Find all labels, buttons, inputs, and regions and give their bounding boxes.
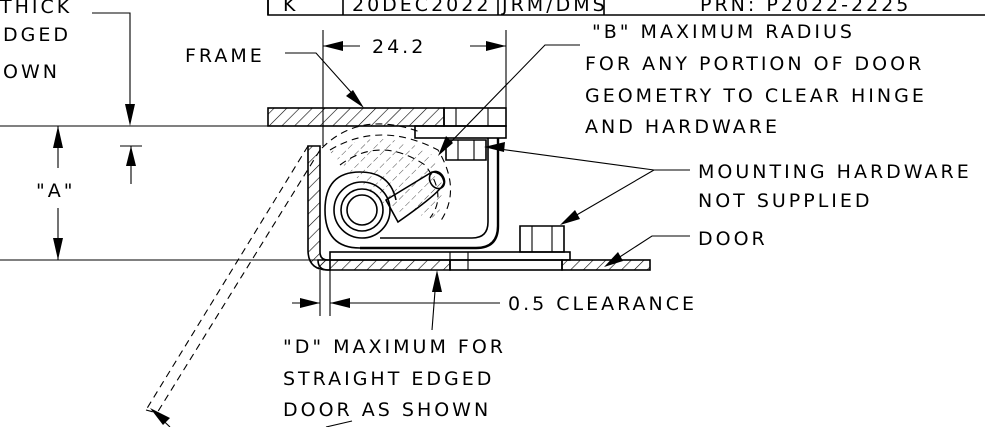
mounting-line-2: NOT SUPPLIED xyxy=(698,190,873,212)
mounting-hardware-callout: MOUNTING HARDWARE NOT SUPPLIED xyxy=(484,142,972,225)
door-plate xyxy=(317,251,651,271)
clearance-dimension: 0.5 CLEARANCE xyxy=(292,270,697,316)
title-block: K 20DEC2022 JRM/DMS PRN: P2022-2225 xyxy=(267,0,985,16)
thick-label-3: OWN xyxy=(3,61,60,83)
title-block-date: 20DEC2022 xyxy=(352,0,491,16)
dimension-24-2: 24.2 xyxy=(322,30,507,146)
frame-label: FRAME xyxy=(185,45,265,67)
d-line-1: "D" MAXIMUM FOR xyxy=(283,336,506,358)
frame-callout: FRAME xyxy=(185,45,364,108)
d-line-2: STRAIGHT EDGED xyxy=(283,368,494,390)
door-label: DOOR xyxy=(698,228,768,250)
dim-a-label: "A" xyxy=(36,180,75,202)
mounting-nut-bottom xyxy=(519,225,565,253)
radius-b-line-1: "B" MAXIMUM RADIUS xyxy=(592,21,855,43)
door-swing-outline xyxy=(145,145,321,414)
radius-b-line-2: FOR ANY PORTION OF DOOR xyxy=(585,53,924,75)
radius-b-line-3: GEOMETRY TO CLEAR HINGE xyxy=(585,85,927,107)
thick-label-1: THICK xyxy=(0,0,72,18)
mounting-nut-top xyxy=(445,139,487,161)
frame-plate xyxy=(267,107,507,139)
d-line-3: DOOR AS SHOWN xyxy=(283,399,491,421)
hinge-body xyxy=(321,123,500,250)
d-callout: "D" MAXIMUM FOR STRAIGHT EDGED DOOR AS S… xyxy=(150,270,506,427)
mounting-line-1: MOUNTING HARDWARE xyxy=(698,161,972,183)
clearance-label: 0.5 CLEARANCE xyxy=(508,293,697,315)
dim-width-label: 24.2 xyxy=(372,36,426,58)
dimension-a: "A" xyxy=(36,126,75,260)
title-block-rev: K xyxy=(283,0,298,16)
radius-b-line-4: AND HARDWARE xyxy=(585,116,780,138)
thick-label-2: DGED xyxy=(3,24,71,46)
title-block-reference: PRN: P2022-2225 xyxy=(700,0,911,16)
radius-b-callout: "B" MAXIMUM RADIUS FOR ANY PORTION OF DO… xyxy=(438,21,927,156)
title-block-initials: JRM/DMS xyxy=(501,0,608,16)
dimension-thickness: THICK DGED OWN xyxy=(0,0,142,184)
door-callout: DOOR xyxy=(604,228,768,267)
door-leaf xyxy=(307,145,331,271)
